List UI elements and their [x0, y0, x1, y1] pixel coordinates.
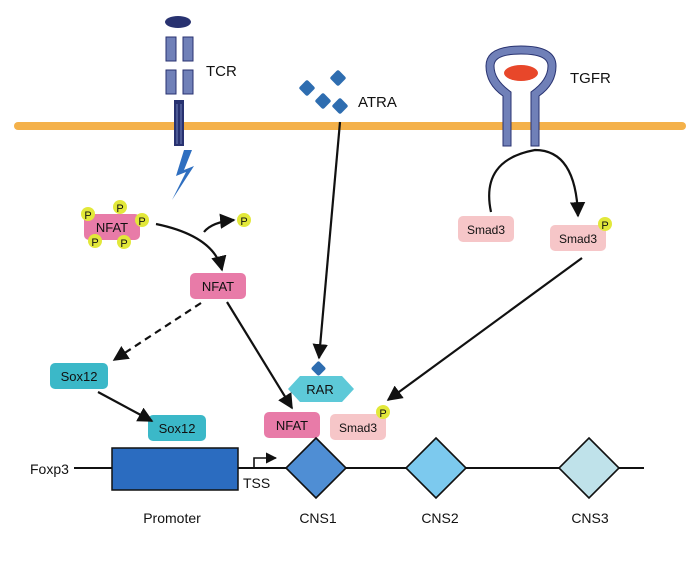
cns2-diamond	[404, 436, 468, 500]
tcr-block	[165, 36, 177, 62]
phosphate-label: P	[84, 210, 91, 222]
phosphate-label: P	[91, 237, 98, 249]
arrows	[97, 121, 586, 422]
tcr-block	[182, 36, 194, 62]
arrow-atra-to-rar	[312, 121, 342, 360]
smad3-bound-label: Smad3	[339, 421, 377, 435]
tcr-receptor: TCR	[165, 16, 237, 146]
arrow-tgfr-phosphorylation	[488, 148, 586, 218]
released-phosphate	[237, 213, 251, 227]
atra-label: ATRA	[358, 94, 397, 111]
rar-shape	[288, 376, 354, 402]
arrow-phosphate-release	[203, 213, 236, 233]
phosphate-label: P	[138, 216, 145, 228]
arrow-smad3-to-nucleus	[386, 257, 583, 401]
arrow-nfat-dephosphorylation	[155, 222, 227, 272]
sox12-bound-label: Sox12	[159, 421, 196, 436]
smad3-label: Smad3	[467, 223, 505, 237]
phosphate-label: P	[379, 408, 386, 420]
tcr-transmembrane	[174, 100, 184, 146]
tcr-ligand	[165, 16, 191, 28]
promoter-label: Promoter	[143, 510, 201, 526]
nfat-p-label: NFAT	[96, 220, 128, 235]
smad3-p-label: Smad3	[559, 232, 597, 246]
cns2-label: CNS2	[421, 510, 459, 526]
phosphate-label: P	[601, 220, 608, 232]
nfat-p-box	[84, 214, 140, 240]
atra-diamond-icon	[332, 98, 348, 114]
tcr-label: TCR	[206, 63, 237, 80]
nfat-bound-label: NFAT	[276, 418, 308, 433]
atra-molecules: ATRA	[299, 70, 397, 114]
rar-complex: RAR	[288, 361, 354, 402]
foxp3-locus: Foxp3 Promoter TSS CNS1 CNS2 CNS3	[30, 436, 644, 526]
arrow-nfat-to-promoter	[226, 301, 293, 410]
sox12-label: Sox12	[61, 369, 98, 384]
phosphate-label: P	[240, 216, 247, 228]
phosphate-label: P	[120, 238, 127, 250]
rar-label: RAR	[306, 382, 333, 397]
cns3-label: CNS3	[571, 510, 609, 526]
smad3-box	[458, 216, 514, 242]
smad3-p-box	[550, 225, 606, 251]
cns1-diamond	[284, 436, 348, 500]
tgfr-receptor: TGFR	[485, 45, 611, 147]
smad3-bound-box	[330, 414, 386, 440]
tgfr-label: TGFR	[570, 70, 611, 87]
lightning-icon	[172, 150, 194, 200]
nfat-phosphorylated-complex: NFAT P P P P P	[81, 200, 149, 250]
atra-diamond-icon	[311, 361, 326, 376]
tcr-block	[165, 69, 177, 95]
nfat-box	[190, 273, 246, 299]
promoter-box	[111, 447, 239, 491]
cns3-diamond	[557, 436, 621, 500]
tgfr-arm	[485, 45, 557, 147]
nfat-bound-box	[264, 412, 320, 438]
sox12-box	[50, 363, 108, 389]
phosphate-label: P	[116, 203, 123, 215]
atra-diamond-icon	[315, 93, 331, 109]
tss-label: TSS	[243, 475, 270, 491]
tcr-block	[182, 69, 194, 95]
sox12-bound-box	[148, 415, 206, 441]
foxp3-label: Foxp3	[30, 461, 69, 477]
tgfr-ligand	[504, 65, 538, 81]
nfat-label: NFAT	[202, 279, 234, 294]
atra-diamond-icon	[299, 80, 315, 96]
arrow-sox12-binding	[97, 391, 154, 422]
arrow-nfat-to-sox12	[112, 302, 202, 361]
atra-diamond-icon	[330, 70, 346, 86]
cns1-label: CNS1	[299, 510, 337, 526]
tss-arrow-icon	[253, 452, 278, 468]
